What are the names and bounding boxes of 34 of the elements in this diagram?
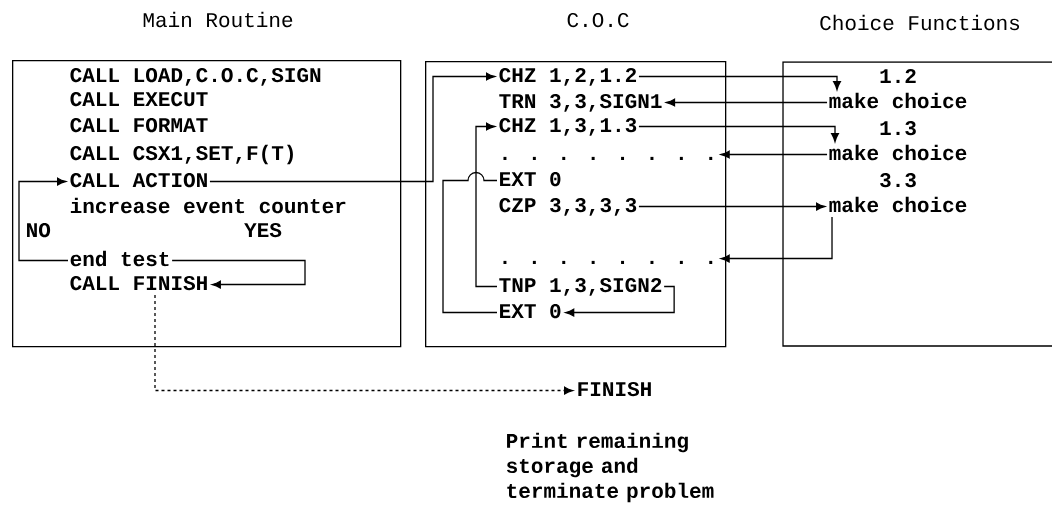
code-line: . . . . . . . . (503, 260, 713, 264)
function-entry: 1.2 make choice (829, 68, 967, 109)
arrow (638, 125, 839, 143)
function-entry: 3.3 make choice (829, 172, 967, 213)
code-line: EXT 0 (500, 171, 561, 187)
arrow (154, 294, 574, 395)
code-line: CALL ACTION (70, 172, 207, 188)
arrow (638, 75, 841, 91)
arrow (720, 216, 833, 263)
arrow (638, 202, 826, 211)
arrow (18, 177, 69, 262)
edge-label: NO (24, 221, 52, 242)
arrow (720, 150, 828, 159)
code-line: CALL FINISH (70, 275, 207, 291)
code-line: . . . . . . . . (503, 156, 713, 160)
arrow (209, 72, 496, 183)
code-line: FINISH (578, 381, 651, 397)
arrow (665, 98, 828, 107)
edge-label: YES (243, 221, 283, 242)
code-line: EXT 0 (500, 303, 561, 319)
connector-line (442, 171, 498, 314)
code-line: end test (70, 250, 169, 267)
code-line: TRN 3,3,SIGN1 (499, 93, 662, 112)
code-line: TNP 1,3,SIGN2 (499, 277, 662, 296)
arrow (565, 285, 675, 317)
code-line: CZP 3,3,3,3 (499, 197, 637, 216)
function-entry: 1.3 make choice (829, 120, 967, 161)
code-line: CHZ 1,2,1.2 (499, 67, 637, 86)
arrow (171, 259, 306, 289)
arrow (475, 122, 498, 288)
code-line: CHZ 1,3,1.3 (499, 117, 637, 136)
note-text: Print remaining storage and terminate problem (506, 432, 714, 503)
node-label: Main Routine (143, 11, 293, 28)
node-label: C.O.C (567, 12, 629, 28)
